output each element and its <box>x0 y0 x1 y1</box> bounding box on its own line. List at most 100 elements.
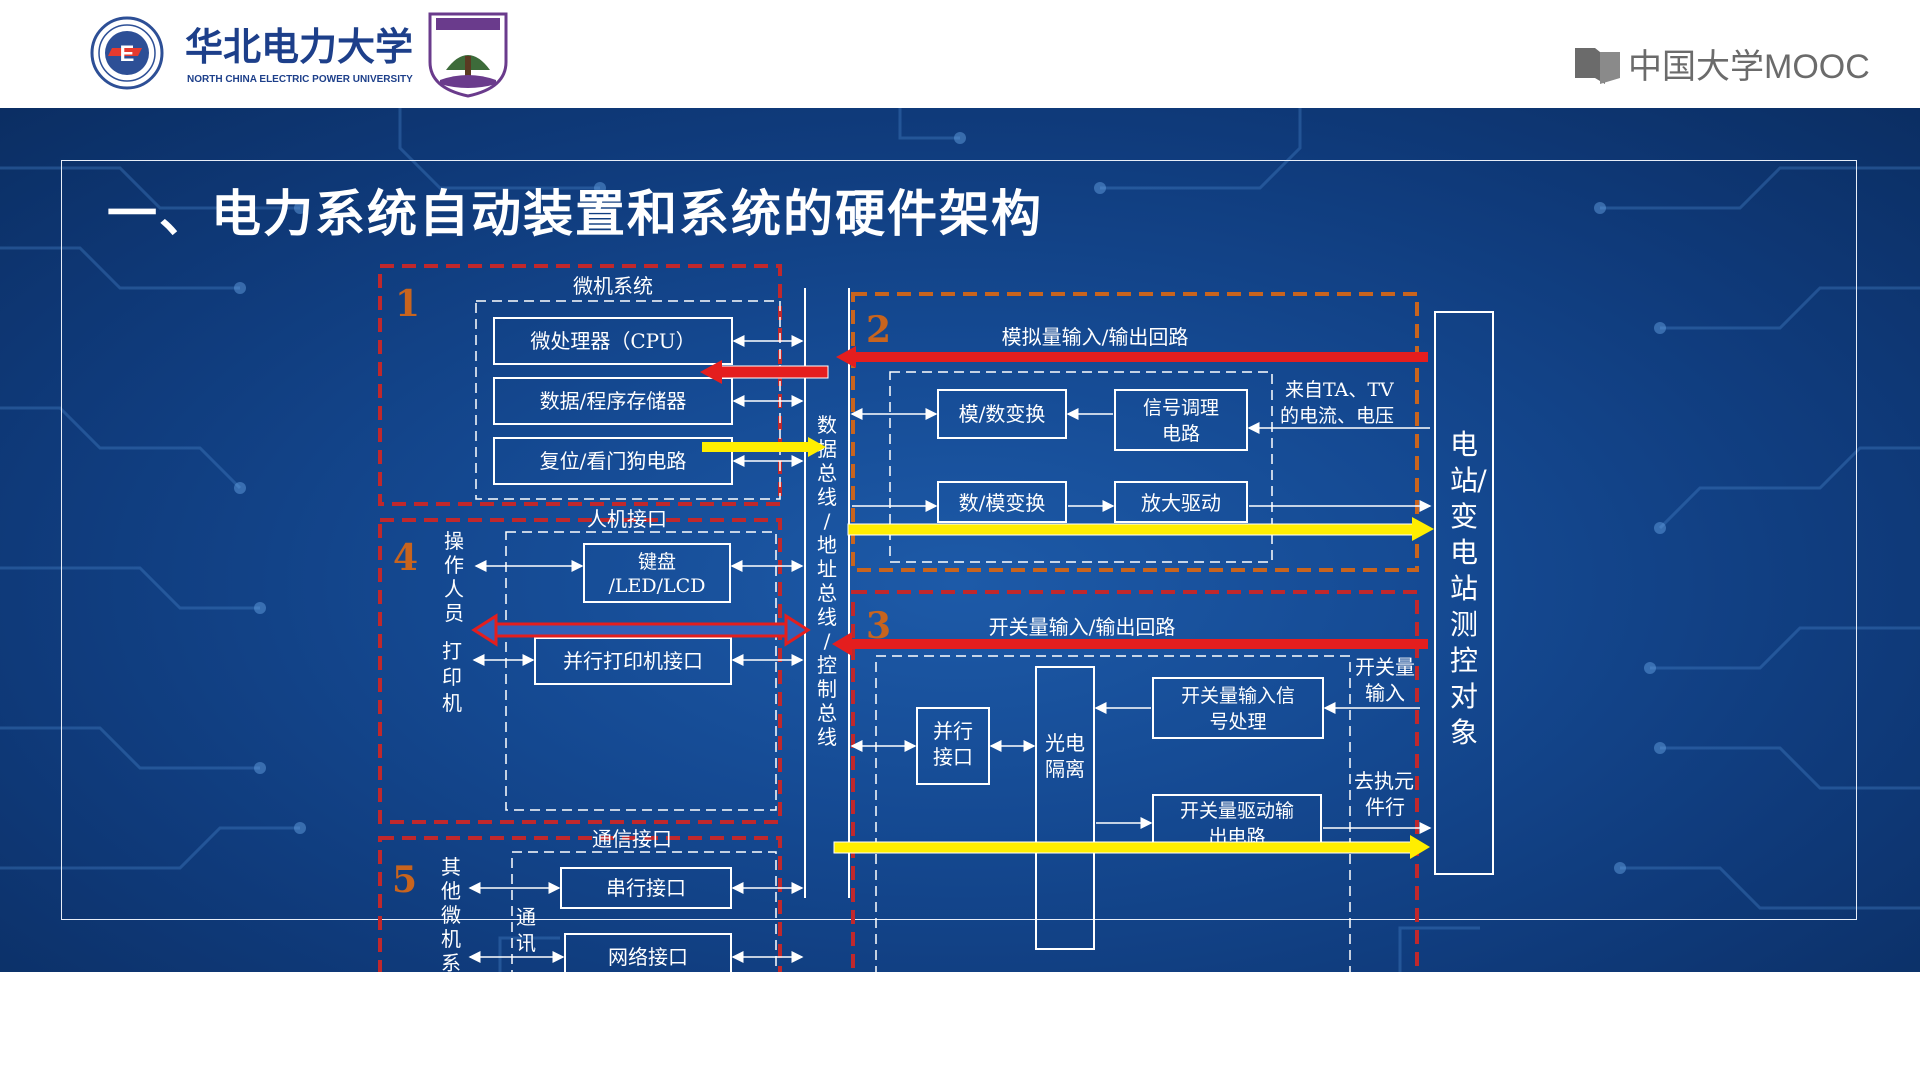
svg-text:打: 打 <box>442 639 462 663</box>
printer-port-label: 并行打印机接口 <box>563 649 703 673</box>
comm-box <box>511 851 777 972</box>
printer-label: 打 印 机 <box>442 639 462 715</box>
architecture-diagram: 1 微机系统 微处理器（CPU） 数据/程序存储器 复位/看门狗电路 数 据 总… <box>378 264 1494 972</box>
comm-links <box>468 882 804 963</box>
svg-text:他: 他 <box>441 879 461 903</box>
dac-block <box>937 481 1067 523</box>
region-number-4: 4 <box>393 537 418 579</box>
signal-cond-line1: 信号调理 <box>1143 397 1219 419</box>
svg-text:制: 制 <box>817 677 837 701</box>
adc-block <box>937 389 1067 439</box>
opto-line2: 隔离 <box>1045 757 1085 781</box>
svg-text:电: 电 <box>1450 428 1478 461</box>
serial-port-block <box>560 867 732 909</box>
switch-in-line2: 输入 <box>1365 681 1405 705</box>
arrow-watchdog-to-bus <box>702 437 826 457</box>
analog-label: 模拟量输入/输出回路 <box>1002 325 1189 349</box>
opto-block <box>1035 666 1095 950</box>
svg-text:数: 数 <box>817 413 837 437</box>
cpu-block <box>493 317 733 365</box>
svg-text:E: E <box>120 41 135 66</box>
svg-text:系: 系 <box>441 951 461 972</box>
amp-label: 放大驱动 <box>1141 491 1221 515</box>
region-2-border <box>851 292 1419 572</box>
watchdog-label: 复位/看门狗电路 <box>540 449 687 473</box>
target-object-label: 电 站 / 变 电 站 测 控 对 象 <box>1450 428 1487 749</box>
svg-text:电: 电 <box>1450 536 1478 569</box>
memory-label: 数据/程序存储器 <box>540 389 687 413</box>
mooc-brand-text: 中国大学MOOC <box>1628 48 1870 86</box>
university-name-en: NORTH CHINA ELECTRIC POWER UNIVERSITY <box>187 74 413 85</box>
cpu-label: 微处理器（CPU） <box>530 329 695 353</box>
svg-text:总: 总 <box>817 581 837 605</box>
input-proc-block <box>1152 677 1324 739</box>
parallel-port-line1: 并行 <box>933 719 973 743</box>
arrow-printer-bidirectional <box>471 613 811 647</box>
svg-text:总: 总 <box>817 461 837 485</box>
svg-text:控: 控 <box>817 653 837 677</box>
hmi-links <box>472 560 804 666</box>
printer-port-block <box>534 637 732 685</box>
svg-text:对: 对 <box>1450 680 1478 713</box>
page-title: 一、电力系统自动装置和系统的硬件架构 <box>107 185 1043 243</box>
signal-cond-line2: 电路 <box>1162 423 1200 445</box>
arrow-switch-out <box>833 835 1430 859</box>
header-bar: E 华北电力大学 NORTH CHINA ELECTRIC POWER UNIV… <box>0 0 1920 108</box>
from-ta-line1: 来自TA、TV <box>1285 379 1394 401</box>
mooc-logo-icon <box>1575 48 1620 84</box>
svg-text:站: 站 <box>1450 464 1478 497</box>
svg-text:象: 象 <box>1450 716 1478 749</box>
input-proc-line2: 号处理 <box>1209 711 1266 733</box>
switch-in-line1: 开关量 <box>1355 655 1415 679</box>
svg-text:人: 人 <box>444 577 464 601</box>
svg-text:/: / <box>824 509 831 533</box>
region-5-border <box>378 836 782 972</box>
micro-bus-links <box>732 335 804 467</box>
comm-label: 通信接口 <box>592 827 672 851</box>
arrow-bus-to-cpu <box>700 360 829 384</box>
svg-text:其: 其 <box>441 855 461 879</box>
target-object-block <box>1434 311 1494 875</box>
hmi-box <box>505 531 777 811</box>
svg-text:变: 变 <box>1450 500 1478 533</box>
region-number-5: 5 <box>392 859 417 901</box>
svg-text:线: 线 <box>817 725 837 749</box>
region-3-border <box>851 590 1419 972</box>
to-actuator-line1: 去执元 <box>1354 769 1414 793</box>
content-frame <box>61 160 1857 920</box>
region-number-1: 1 <box>395 283 420 325</box>
bottom-whitespace <box>0 972 1920 1080</box>
other-system-label: 其 他 微 机 系 统 <box>441 855 461 972</box>
svg-text:地: 地 <box>817 533 837 557</box>
svg-text:站: 站 <box>1450 572 1478 605</box>
memory-block <box>493 377 733 425</box>
svg-text:/: / <box>1477 464 1487 497</box>
svg-text:微: 微 <box>441 903 461 927</box>
keyboard-label-line1: 键盘 <box>638 551 676 573</box>
from-ta-line2: 的电流、电压 <box>1280 405 1394 427</box>
svg-text:机: 机 <box>442 691 462 715</box>
arrow-switch-in <box>832 632 1428 656</box>
input-proc-line1: 开关量输入信 <box>1181 685 1295 707</box>
parallel-port-line2: 接口 <box>933 745 973 769</box>
micro-system-label: 微机系统 <box>573 274 653 298</box>
svg-text:讯: 讯 <box>516 931 536 955</box>
region-number-2: 2 <box>866 309 891 351</box>
svg-text:总: 总 <box>817 701 837 725</box>
drive-out-line1: 开关量驱动输 <box>1180 800 1294 822</box>
slide: 一、电力系统自动装置和系统的硬件架构 1 微机系统 微处理器（CPU） 数据/程… <box>0 108 1920 972</box>
region-4-border <box>378 518 782 824</box>
serial-port-label: 串行接口 <box>606 876 686 900</box>
network-port-label: 网络接口 <box>608 945 688 969</box>
svg-text:控: 控 <box>1450 644 1478 677</box>
adc-label: 模/数变换 <box>959 402 1046 426</box>
to-actuator-line2: 件行 <box>1365 795 1405 819</box>
amp-block <box>1114 481 1248 523</box>
opto-line1: 光电 <box>1045 731 1085 755</box>
university-emblem-icon: E <box>90 16 164 90</box>
parallel-port-block <box>916 707 990 785</box>
arrow-analog-out <box>847 517 1434 541</box>
arrow-analog-in <box>836 346 1428 368</box>
bus-label: 数 据 总 线 / 地 址 总 线 / 控 制 总 线 <box>817 413 837 749</box>
keyboard-block <box>583 543 731 603</box>
